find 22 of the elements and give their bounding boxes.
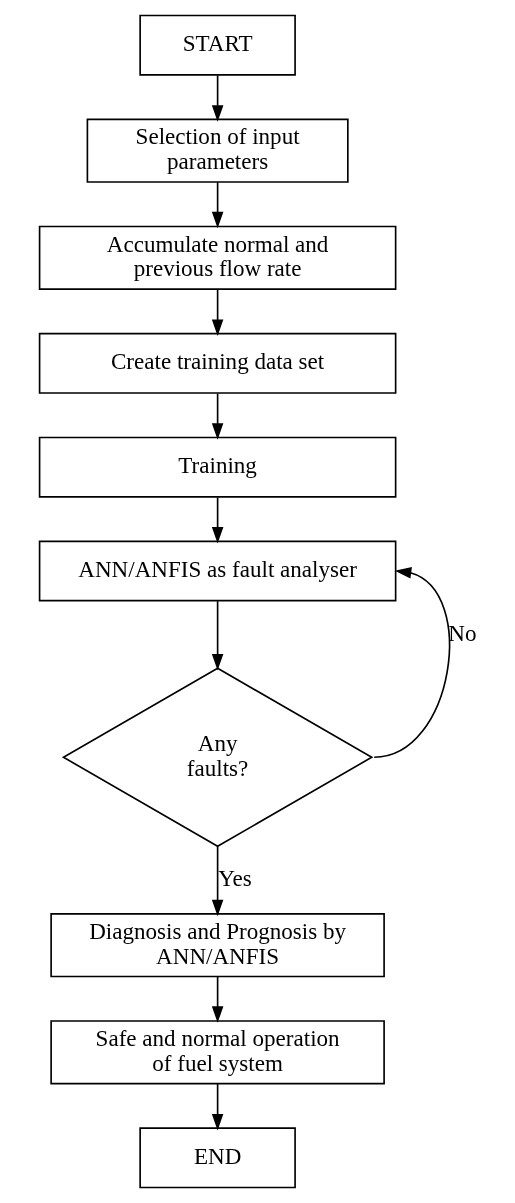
arrow bbox=[372, 567, 450, 759]
arrow bbox=[211, 496, 223, 544]
node-box: Safe and normal operation of fuel system bbox=[49, 1020, 385, 1085]
arrow bbox=[211, 288, 223, 336]
node-diamond: Any faults? bbox=[61, 667, 373, 848]
arrow bbox=[211, 976, 223, 1023]
node-box: Training bbox=[38, 436, 396, 498]
node-box: Selection of input parameters bbox=[86, 118, 349, 183]
edge-label: No bbox=[447, 619, 476, 646]
node-box: Diagnosis and Prognosis by ANN/ANFIS bbox=[49, 913, 385, 978]
arrow bbox=[211, 845, 223, 917]
node-box: START bbox=[138, 14, 296, 76]
node-box: Create training data set bbox=[38, 332, 396, 394]
node-box: ANN/ANFIS as fault analyser bbox=[38, 540, 396, 602]
arrow bbox=[211, 1083, 223, 1131]
arrow bbox=[211, 600, 223, 671]
node-box: Accumulate normal and previous flow rate bbox=[38, 225, 396, 290]
edge-label: Yes bbox=[217, 865, 252, 892]
arrow bbox=[211, 392, 223, 440]
node-box: END bbox=[138, 1127, 296, 1189]
arrow bbox=[211, 74, 223, 122]
arrow bbox=[211, 181, 223, 229]
